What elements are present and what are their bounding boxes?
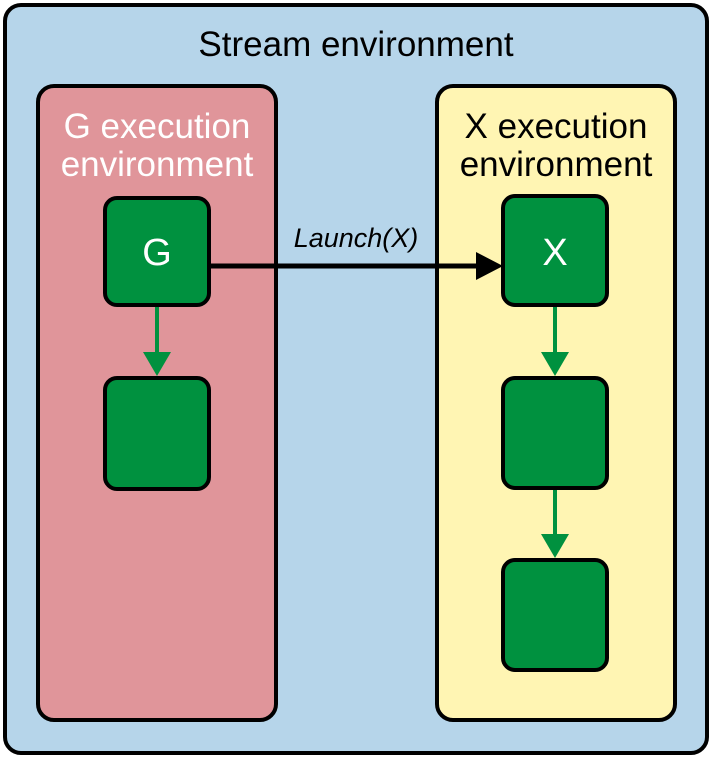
- g-environment-title-line2: environment: [61, 145, 254, 184]
- g-inner-arrowhead: [143, 352, 171, 376]
- x-environment-title-line2: environment: [460, 145, 653, 184]
- stream-environment-title: Stream environment: [198, 25, 513, 64]
- x-environment-title-line1: X execution: [465, 107, 648, 146]
- g-node-label: G: [142, 232, 172, 274]
- g-environment-title-line1: G execution: [64, 107, 251, 146]
- g-node: [103, 196, 211, 307]
- x-child-node-1: [501, 376, 609, 490]
- launch-arrowhead: [476, 252, 503, 280]
- x-inner-arrowhead-2: [541, 534, 569, 558]
- x-inner-arrowhead-1: [541, 352, 569, 376]
- x-child-node-2: [501, 558, 609, 672]
- g-child-node: [103, 376, 211, 491]
- x-node: [501, 194, 609, 307]
- x-node-label: X: [542, 232, 567, 274]
- launch-label: Launch(X): [294, 223, 419, 253]
